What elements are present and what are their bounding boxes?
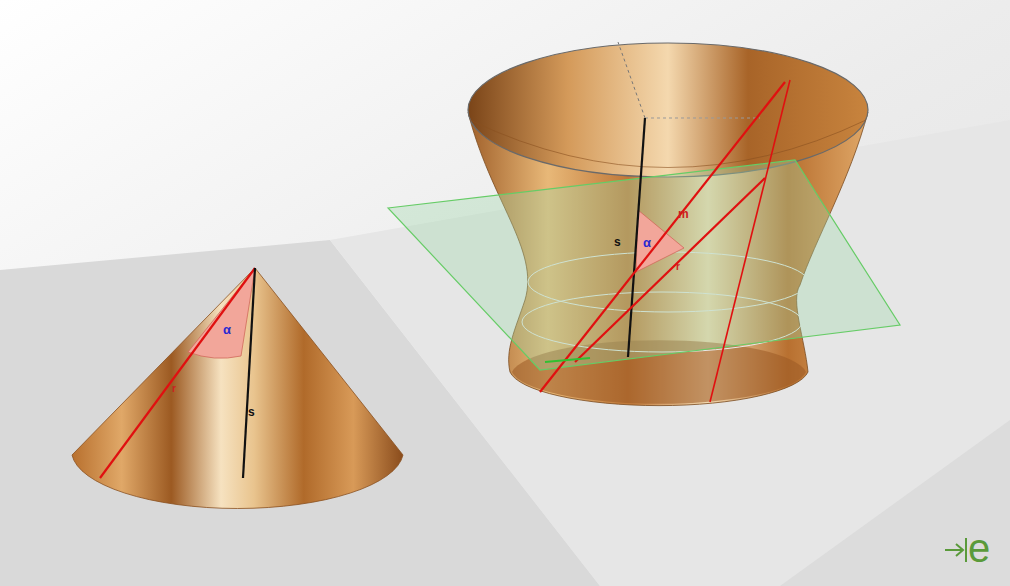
angle-label: α <box>223 323 231 336</box>
logo-watermark: e <box>968 528 990 568</box>
line-label: r <box>676 262 680 272</box>
angle-label: α <box>643 236 651 249</box>
generatrix-label: r <box>172 384 176 394</box>
line-label: m <box>678 208 689 220</box>
axis-label: s <box>248 406 255 418</box>
axis-label: s <box>614 236 621 248</box>
